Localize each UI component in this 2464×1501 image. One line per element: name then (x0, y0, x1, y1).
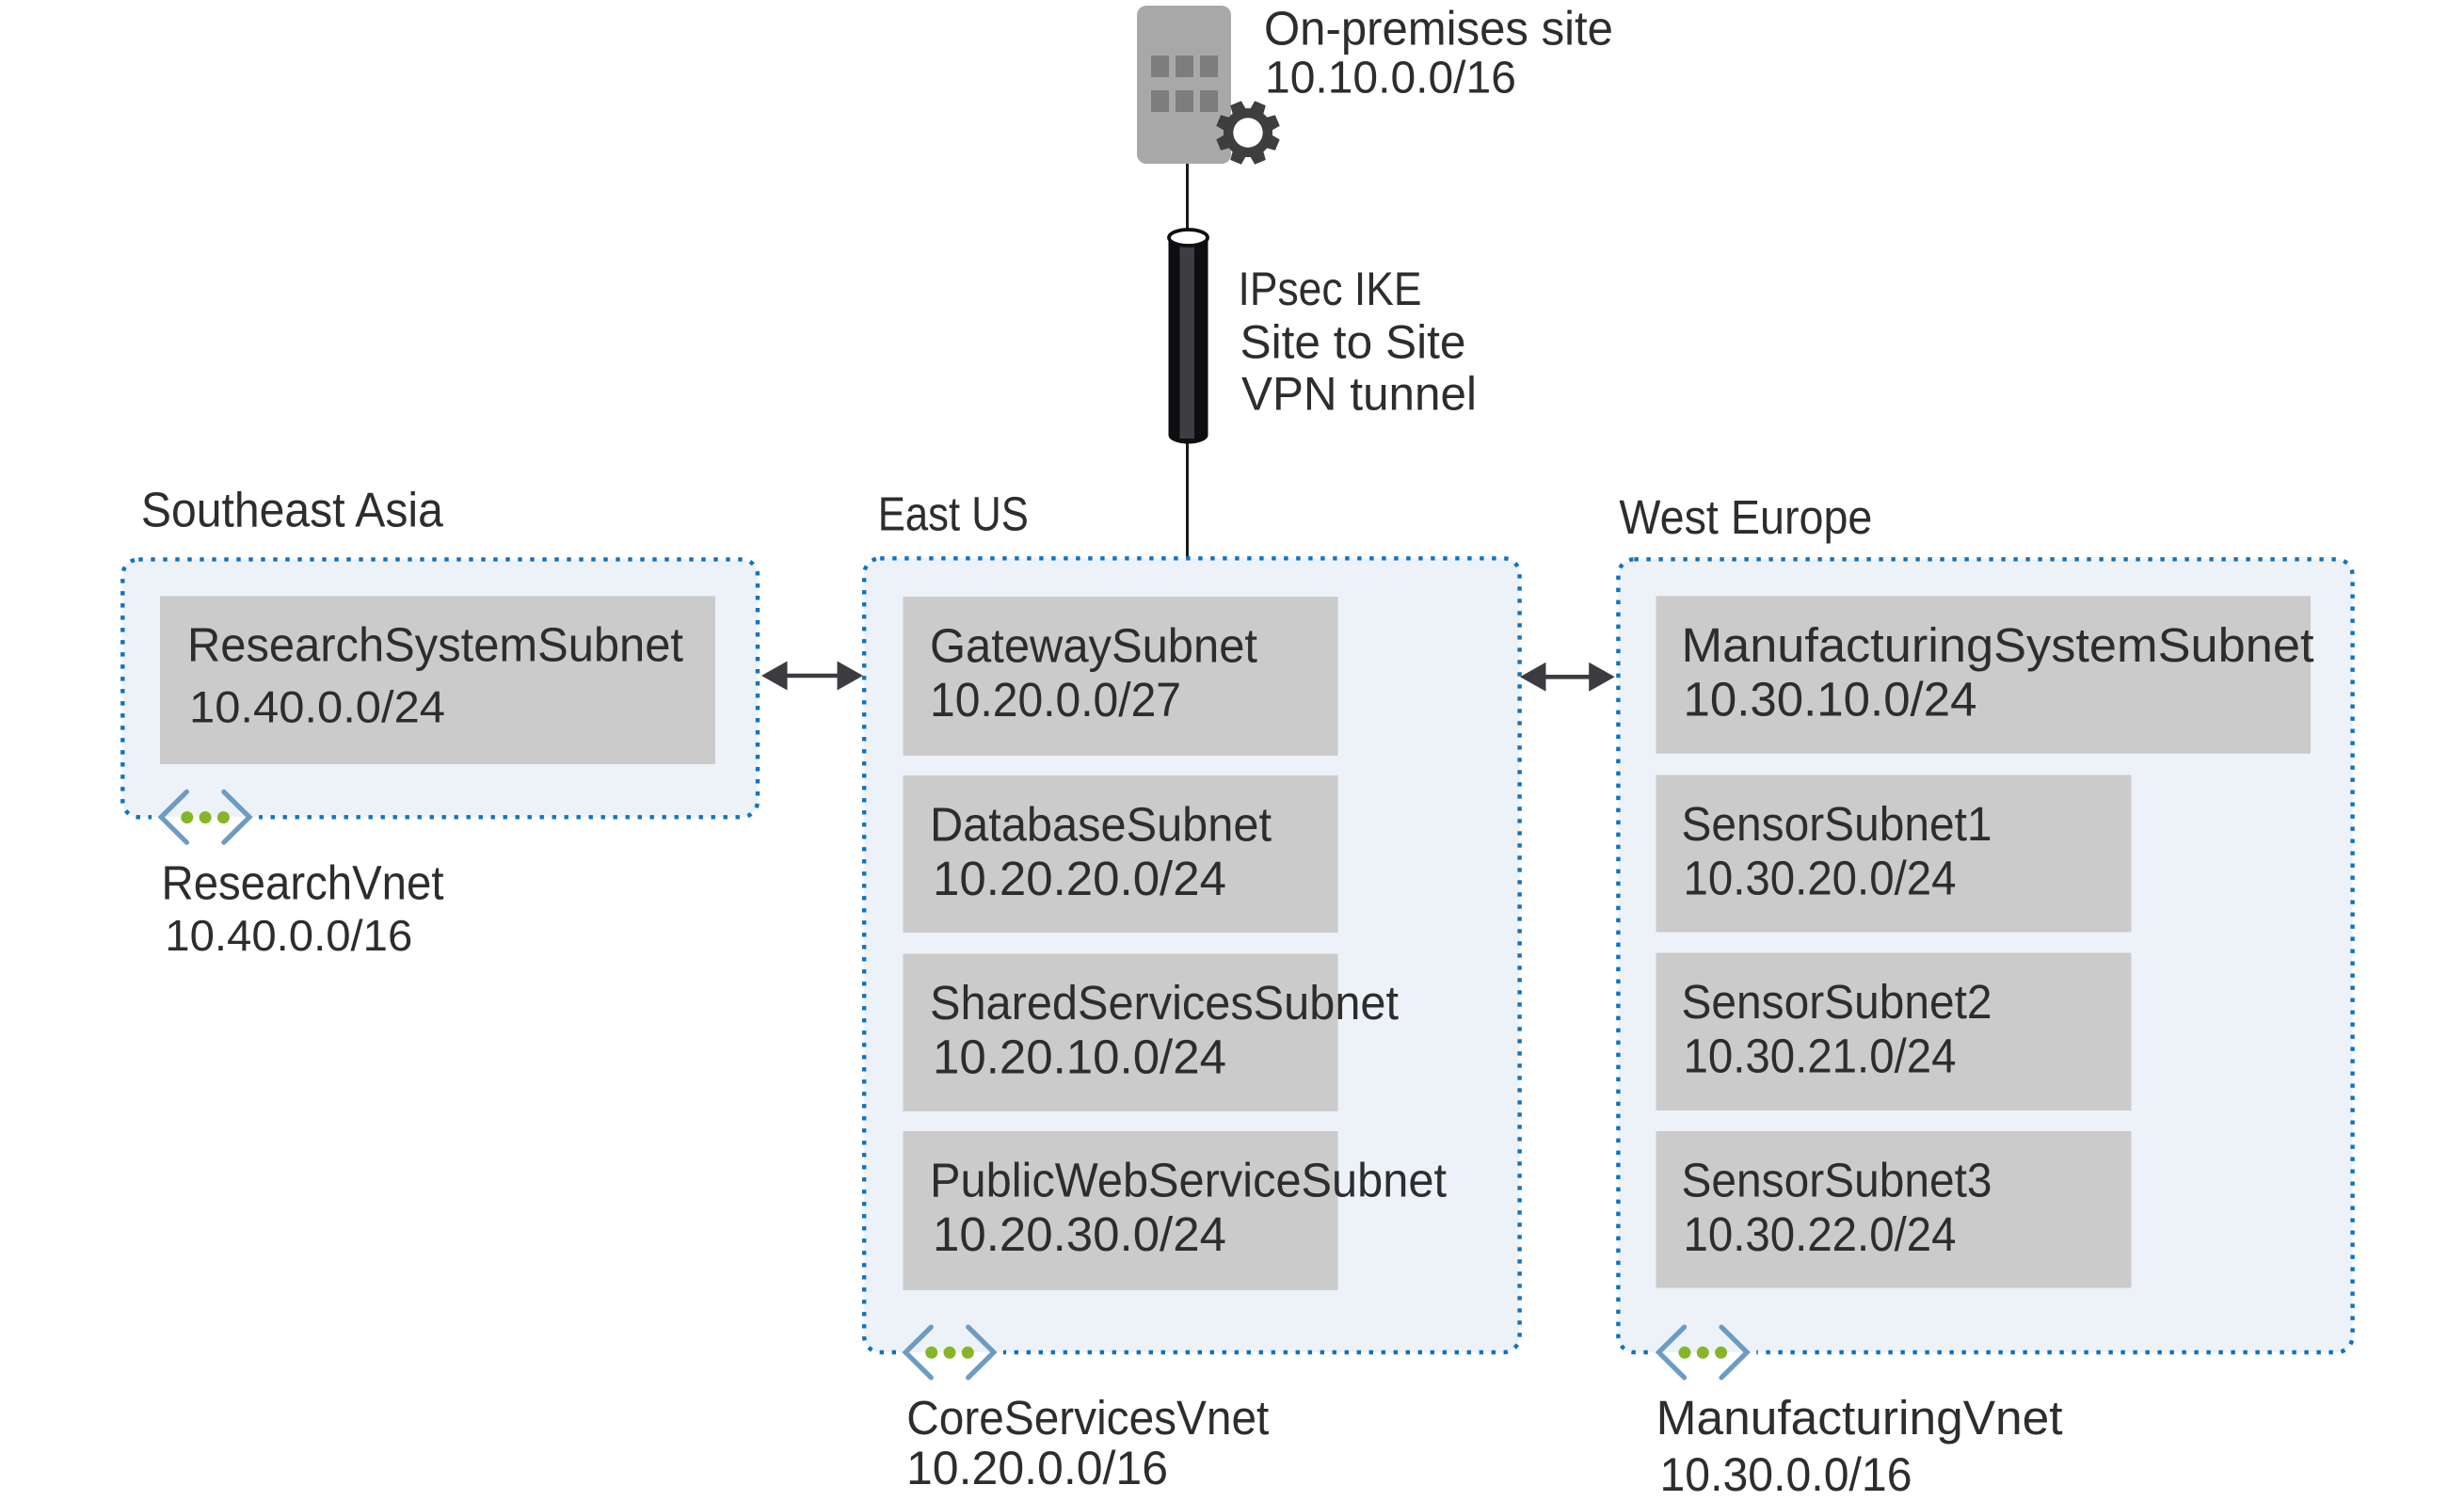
svg-text:10.20.10.0/24: 10.20.10.0/24 (933, 1030, 1226, 1084)
svg-text:10.20.0.0/16: 10.20.0.0/16 (906, 1442, 1168, 1494)
svg-text:10.30.10.0/24: 10.30.10.0/24 (1684, 672, 1977, 726)
svg-text:SensorSubnet2: SensorSubnet2 (1682, 975, 1992, 1029)
svg-text:ResearchVnet: ResearchVnet (162, 856, 444, 910)
svg-text:ResearchSystemSubnet: ResearchSystemSubnet (187, 618, 683, 672)
svg-text:SensorSubnet1: SensorSubnet1 (1682, 797, 1992, 851)
svg-text:CoreServicesVnet: CoreServicesVnet (906, 1391, 1269, 1445)
svg-text:10.30.21.0/24: 10.30.21.0/24 (1684, 1030, 1957, 1083)
svg-text:10.30.22.0/24: 10.30.22.0/24 (1684, 1207, 1957, 1261)
svg-text:ManufacturingVnet: ManufacturingVnet (1656, 1391, 2063, 1445)
svg-text:SensorSubnet3: SensorSubnet3 (1682, 1154, 1992, 1207)
svg-text:10.40.0.0/24: 10.40.0.0/24 (189, 682, 445, 732)
svg-text:IPsec IKE: IPsec IKE (1239, 263, 1422, 315)
svg-text:10.30.0.0/16: 10.30.0.0/16 (1660, 1448, 1912, 1496)
svg-text:ManufacturingSystemSubnet: ManufacturingSystemSubnet (1682, 618, 2314, 672)
svg-text:East US: East US (878, 487, 1029, 540)
svg-text:10.20.0.0/27: 10.20.0.0/27 (930, 673, 1181, 727)
svg-text:VPN tunnel: VPN tunnel (1241, 368, 1477, 421)
svg-text:10.20.30.0/24: 10.20.30.0/24 (933, 1207, 1226, 1261)
svg-text:GatewaySubnet: GatewaySubnet (930, 619, 1257, 673)
svg-text:SharedServicesSubnet: SharedServicesSubnet (930, 976, 1399, 1030)
svg-text:West Europe: West Europe (1619, 490, 1872, 544)
svg-text:10.20.20.0/24: 10.20.20.0/24 (933, 852, 1226, 905)
svg-text:Site to Site: Site to Site (1240, 316, 1466, 369)
svg-text:10.30.20.0/24: 10.30.20.0/24 (1684, 852, 1957, 905)
svg-text:Southeast Asia: Southeast Asia (141, 484, 443, 538)
svg-text:PublicWebServiceSubnet: PublicWebServiceSubnet (930, 1154, 1447, 1207)
svg-text:On-premises site: On-premises site (1264, 2, 1613, 56)
svg-text:DatabaseSubnet: DatabaseSubnet (930, 798, 1272, 852)
svg-text:10.40.0.0/16: 10.40.0.0/16 (165, 911, 412, 960)
svg-text:10.10.0.0/16: 10.10.0.0/16 (1265, 54, 1516, 104)
